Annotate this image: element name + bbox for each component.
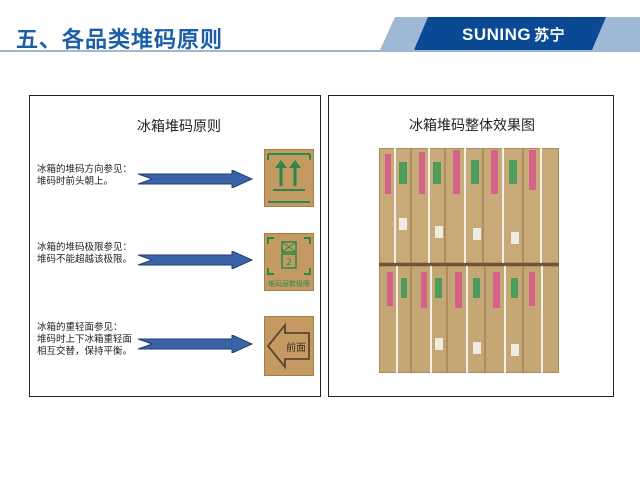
stacked-boxes-illustration — [379, 148, 559, 373]
front-arrow-icon: 前面 — [264, 316, 314, 376]
arrow-right-icon — [138, 170, 254, 188]
page-title: 五、各品类堆码原则 — [16, 28, 224, 53]
rule-line: 堆码不能超越该极限。 — [37, 254, 133, 265]
rule-line: 冰箱的重轻面参见： — [37, 322, 123, 333]
stacking-rules-panel: 冰箱堆码原则 冰箱的堆码方向参见： 堆码时前头朝上。 冰箱的堆码极限参见： 堆码… — [29, 95, 321, 397]
stack-limit-label: 堆码层数极限 — [268, 279, 310, 288]
stack-limit-number: 2 — [286, 258, 292, 268]
effect-panel-title: 冰箱堆码整体效果图 — [409, 118, 535, 134]
rule-line: 冰箱的堆码极限参见： — [37, 242, 133, 253]
rule-line: 冰箱的堆码方向参见： — [37, 164, 133, 175]
rule-line: 堆码时前头朝上。 — [37, 176, 114, 187]
rule-line: 堆码时上下冰箱重轻面 — [37, 334, 133, 345]
brand-name: SUNING — [462, 25, 532, 44]
stacking-effect-panel: 冰箱堆码整体效果图 — [328, 95, 614, 397]
arrow-right-icon — [138, 335, 254, 353]
stack-limit-icon: 2 堆码层数极限 — [264, 233, 314, 291]
rule-direction-text: 冰箱的堆码方向参见： 堆码时前头朝上。 — [37, 164, 132, 188]
arrow-right-icon — [138, 251, 254, 269]
rule-line: 相互交替，保持平衡。 — [37, 346, 133, 357]
stacked-fridges-photo — [379, 148, 559, 373]
rule-weight-text: 冰箱的重轻面参见： 堆码时上下冰箱重轻面 相互交替，保持平衡。 — [37, 322, 132, 358]
rules-panel-title: 冰箱堆码原则 — [137, 119, 221, 135]
rule-limit-text: 冰箱的堆码极限参见： 堆码不能超越该极限。 — [37, 242, 132, 266]
header-band — [0, 17, 640, 52]
this-way-up-icon — [264, 149, 314, 207]
front-label: 前面 — [286, 341, 306, 354]
brand-name-cn: 苏宁 — [534, 26, 566, 44]
